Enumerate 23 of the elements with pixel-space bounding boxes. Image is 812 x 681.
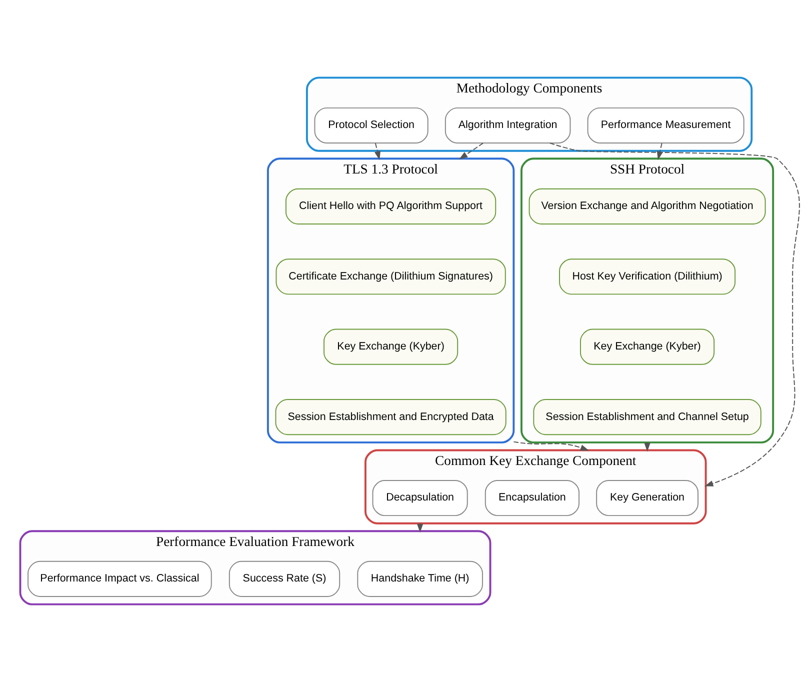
node-box: Session Establishment and Encrypted Data (275, 398, 506, 435)
node-box: Encapsulation (484, 479, 580, 516)
node-box: Performance Impact vs. Classical (28, 560, 212, 596)
node-box: Certificate Exchange (Dilithium Signatures) (276, 258, 506, 294)
node-box: Key Exchange (Kyber) (324, 328, 458, 364)
node-box: Host Key Verification (Dilithium) (559, 258, 736, 294)
node-box: Key Exchange (Kyber) (580, 328, 715, 364)
node-box: Algorithm Integration (444, 106, 571, 144)
node-box: Success Rate (S) (228, 560, 340, 596)
node-box: Handshake Time (H) (357, 560, 483, 596)
node-box: Session Establishment and Channel Setup (533, 398, 762, 435)
node-box: Version Exchange and Algorithm Negotiation (528, 188, 766, 224)
arrow (458, 142, 484, 159)
node-box: Protocol Selection (314, 106, 428, 144)
node-box: Decapsulation (372, 479, 468, 516)
node-box: Key Generation (596, 479, 698, 516)
arrow (374, 142, 380, 160)
arrow (513, 440, 590, 450)
node-box: Client Hello with PQ Algorithm Support (285, 188, 496, 224)
node-box: Performance Measurement (587, 106, 744, 144)
arrow (416, 522, 424, 532)
arrow (644, 441, 650, 452)
arrow (656, 142, 663, 160)
